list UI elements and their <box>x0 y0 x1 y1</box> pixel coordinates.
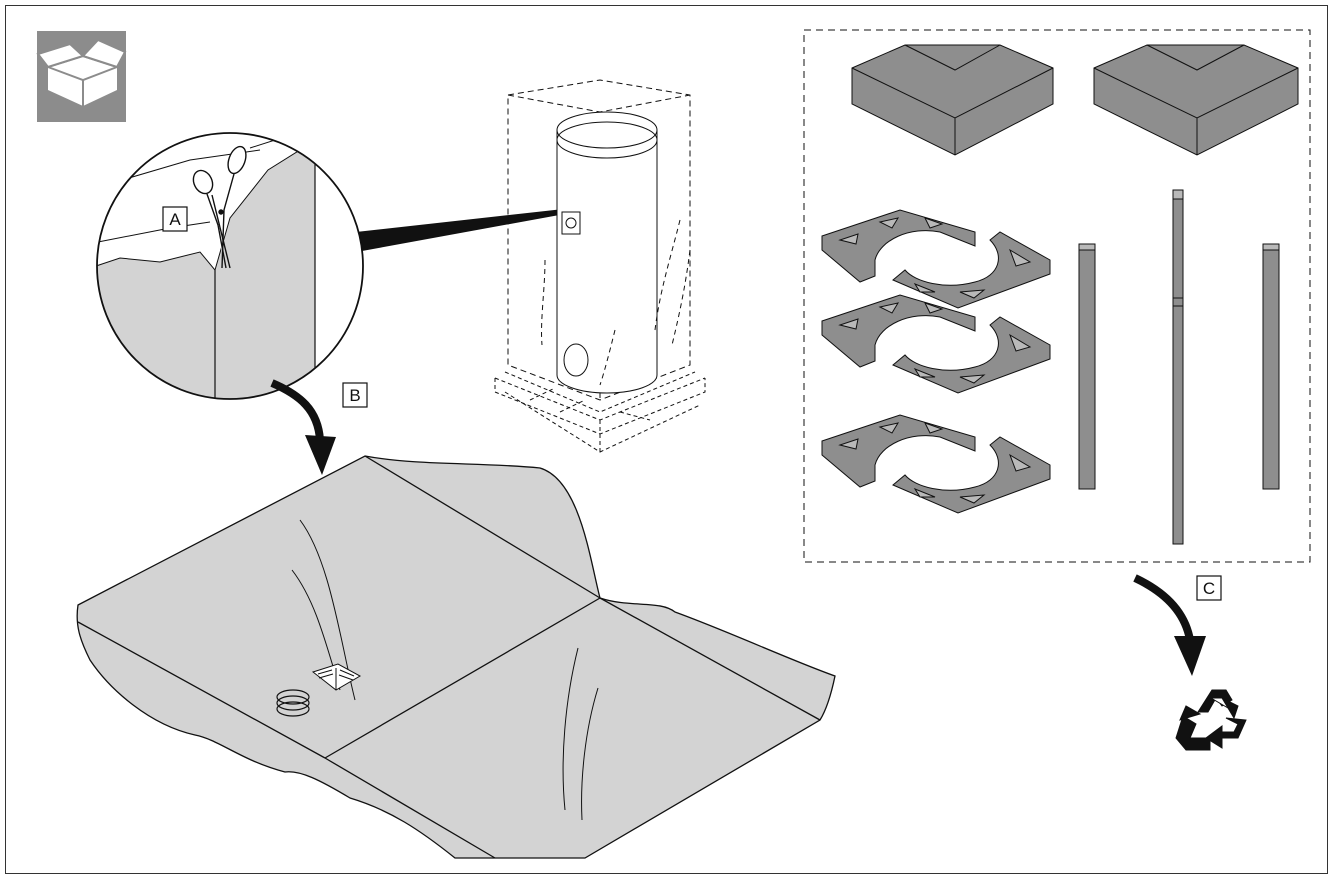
saddle-support <box>821 294 1051 394</box>
cable-ties-icon <box>276 689 310 717</box>
callout-b: B <box>342 382 368 408</box>
cylinder-tank-on-pallet <box>494 79 706 453</box>
svg-text:C: C <box>1203 579 1215 598</box>
support-bar <box>1262 243 1280 490</box>
support-bar <box>1172 189 1184 545</box>
svg-text:B: B <box>349 386 360 405</box>
unfolded-film-sheet <box>76 455 836 859</box>
support-bar <box>1078 243 1096 490</box>
callout-a: A <box>162 206 188 232</box>
callout-c: C <box>1196 575 1222 601</box>
top-cap-right <box>1093 44 1299 156</box>
scissors-icon <box>192 145 247 269</box>
svg-text:A: A <box>169 210 181 229</box>
arrow-b <box>270 379 336 475</box>
top-cap-left <box>851 44 1054 156</box>
manual-booklet-icon <box>311 663 362 691</box>
arrow-c <box>1133 574 1206 676</box>
recycle-icon <box>1175 689 1247 751</box>
saddle-support <box>821 414 1051 514</box>
packaging-parts-group <box>803 29 1311 563</box>
saddle-support <box>821 209 1051 309</box>
unpacking-box-icon <box>36 31 127 122</box>
